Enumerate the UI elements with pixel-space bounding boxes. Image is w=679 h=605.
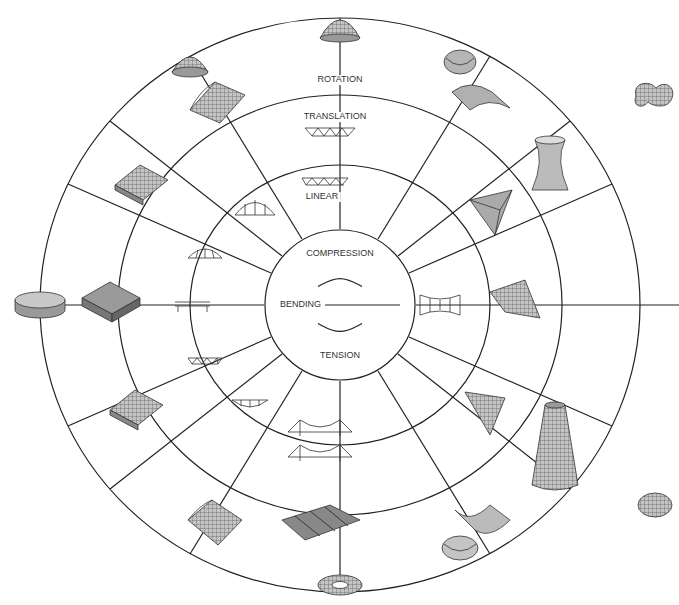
spoke bbox=[398, 121, 570, 256]
ring-label: TRANSLATION bbox=[302, 112, 368, 122]
surface-structure bbox=[532, 140, 568, 190]
spoke bbox=[190, 56, 302, 239]
surface-structure bbox=[470, 190, 512, 235]
tension-arc bbox=[318, 323, 362, 331]
spoke bbox=[110, 121, 282, 256]
surface-structure bbox=[190, 82, 245, 123]
surface-structure bbox=[115, 185, 143, 205]
rotation-shell bbox=[15, 292, 65, 308]
spoke bbox=[339, 381, 340, 592]
surface-structure bbox=[532, 405, 578, 490]
spoke bbox=[378, 56, 490, 239]
force-label: COMPRESSION bbox=[306, 249, 374, 259]
rotation-shell bbox=[635, 83, 673, 106]
rotation-shell bbox=[172, 67, 208, 77]
surface-structure bbox=[82, 298, 112, 322]
rotation-shell bbox=[318, 575, 362, 595]
force-label: BENDING bbox=[280, 300, 321, 310]
rotation-shell bbox=[15, 20, 673, 595]
rotation-shell bbox=[638, 493, 672, 517]
linear-structure bbox=[232, 400, 268, 407]
surface-structure bbox=[465, 392, 505, 435]
spoke bbox=[409, 337, 612, 426]
rotation-shell bbox=[444, 50, 476, 74]
rotation-shell bbox=[320, 34, 360, 42]
surface-structure bbox=[110, 390, 163, 425]
spoke bbox=[68, 184, 271, 273]
linear-structure bbox=[188, 358, 222, 364]
linear-structure bbox=[188, 249, 222, 258]
linear-structure bbox=[420, 295, 460, 315]
ring-label: ROTATION bbox=[315, 75, 364, 85]
surface-structure bbox=[455, 505, 510, 533]
surface-structure bbox=[452, 85, 510, 110]
surface-structure bbox=[82, 82, 578, 545]
surface-structure bbox=[545, 402, 565, 408]
surface-structure bbox=[115, 165, 168, 200]
linear-structure bbox=[235, 200, 275, 215]
surface-structure bbox=[282, 505, 360, 540]
spoke bbox=[110, 354, 282, 489]
linear-structure bbox=[175, 128, 460, 461]
surface-structure bbox=[490, 280, 540, 318]
surface-structure bbox=[112, 298, 140, 322]
surface-structure bbox=[190, 82, 215, 110]
bending-line bbox=[325, 304, 400, 305]
force-label: TENSION bbox=[320, 351, 360, 361]
center-circle: COMPRESSION BENDING TENSION bbox=[264, 229, 416, 381]
surface-structure bbox=[295, 507, 348, 536]
circle-outline bbox=[265, 230, 415, 380]
rotation-shell bbox=[442, 536, 478, 560]
spoke bbox=[416, 304, 679, 305]
linear-structure bbox=[302, 178, 348, 185]
spoke bbox=[40, 304, 264, 305]
surface-structure bbox=[188, 500, 212, 520]
compression-arc bbox=[318, 279, 362, 287]
rotation-shell bbox=[446, 58, 474, 65]
ring-label: LINEAR bbox=[304, 192, 341, 202]
spoke bbox=[409, 184, 612, 273]
surface-structure bbox=[110, 410, 138, 430]
linear-structure bbox=[288, 445, 352, 461]
surface-structure bbox=[470, 190, 512, 235]
linear-structure bbox=[175, 302, 210, 312]
linear-structure bbox=[305, 128, 355, 136]
rotation-shell bbox=[444, 544, 476, 551]
linear-structure bbox=[288, 420, 352, 436]
surface-structure bbox=[535, 136, 565, 144]
surface-structure bbox=[188, 500, 242, 545]
rotation-shell bbox=[332, 582, 348, 589]
spoke bbox=[68, 337, 271, 426]
spoke bbox=[40, 18, 679, 592]
